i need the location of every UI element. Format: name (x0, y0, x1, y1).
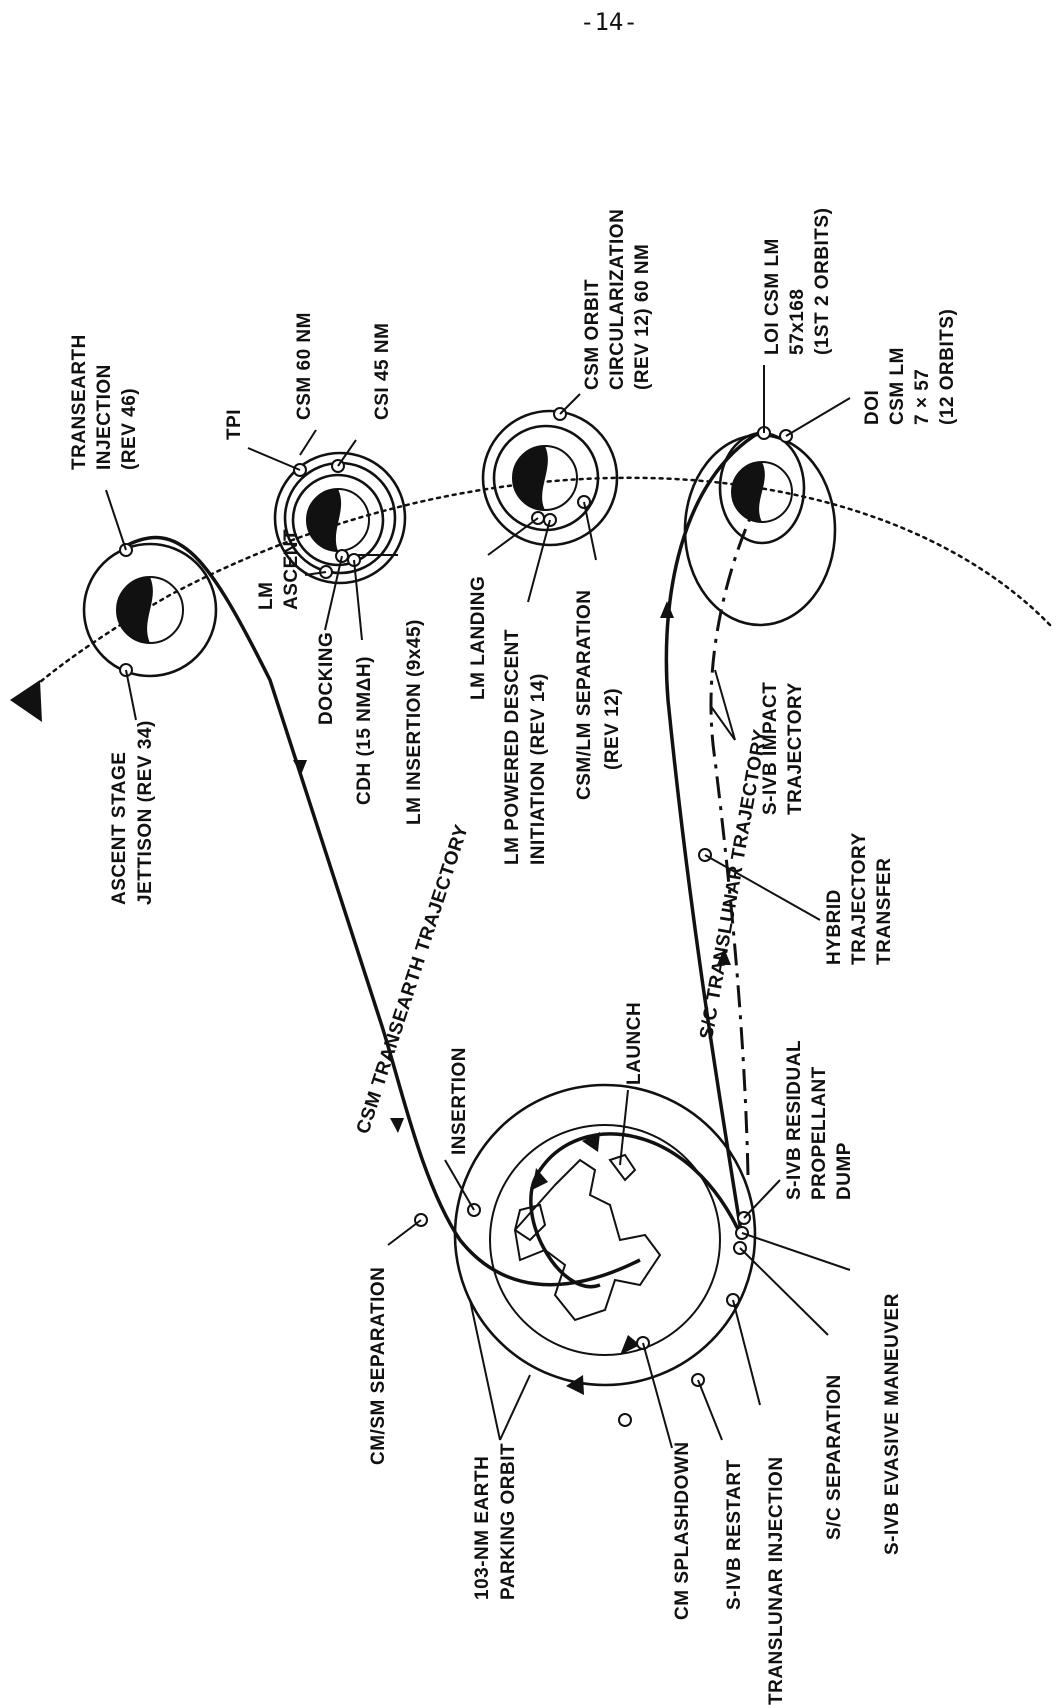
label-sivb-residual-dump: S-IVB RESIDUAL PROPELLANT DUMP (784, 1034, 855, 1200)
label-docking: DOCKING (316, 632, 337, 725)
label-cdh: CDH (15 NMΔH) (354, 656, 375, 805)
label-csm-lm-separation: CSM/LM SEPARATION (REV 12) (574, 584, 623, 800)
label-earth-parking-orbit: 103-NM EARTH PARKING ORBIT (472, 1443, 519, 1600)
earth-departure-loop (529, 1132, 744, 1289)
moon4-shadow (732, 462, 765, 522)
splashdown-arrow (620, 1335, 640, 1355)
earth-globe (489, 1124, 721, 1356)
label-tpi: TPI (224, 409, 245, 440)
translunar-arrow-2 (660, 601, 674, 618)
moon2-outer-orbit (273, 451, 407, 585)
label-csm-orbit-circ: CSM ORBIT CIRCULARIZATION (REV 12) 60 NM (582, 203, 653, 390)
leader-lines (105, 365, 851, 1449)
moon-orbit-arrowhead (10, 680, 42, 722)
label-sivb-impact-trajectory: S-IVB IMPACT TRAJECTORY (760, 676, 806, 815)
label-ascent-stage-jettison: ASCENT STAGE JETTISON (REV 34) (109, 720, 156, 905)
moon-orbit-path (18, 476, 1052, 702)
label-sivb-restart: S-IVB RESTART (724, 1459, 745, 1610)
label-insertion: INSERTION (449, 1047, 470, 1155)
label-cm-sm-separation: CM/SM SEPARATION (368, 1267, 389, 1465)
earth-orbit-arrow-bottom (566, 1375, 584, 1395)
earth-orbit-arrow-top (582, 1132, 600, 1152)
label-sivb-evasive: S-IVB EVASIVE MANEUVER (882, 1293, 903, 1555)
earth-orbit-arrow-left (532, 1168, 548, 1190)
labels: TRANSEARTH INJECTION (REV 46) TPI CSM 60… (69, 203, 958, 1705)
moon2-shadow (307, 489, 342, 551)
moon1-shadow (117, 577, 153, 643)
label-doi: DOI CSM LM 7 × 57 (12 ORBITS) (862, 309, 958, 425)
moon1-orbit (82, 542, 218, 678)
moon3-outer-orbit (481, 409, 619, 547)
label-transearth-injection: TRANSEARTH INJECTION (REV 46) (69, 328, 140, 470)
label-loi: LOI CSM LM 57x168 (1ST 2 ORBITS) (762, 208, 833, 355)
label-csi-45: CSI 45 NM (372, 323, 393, 420)
moon3-inner-orbit (492, 424, 600, 532)
transearth-trajectory-line (121, 535, 641, 1287)
label-lm-landing: LM LANDING (468, 576, 489, 700)
page-number: -14- (580, 8, 638, 36)
moon3-shadow (513, 446, 548, 510)
label-lm-powered-descent: LM POWERED DESCENT INITIATION (REV 14) (502, 623, 549, 865)
label-sc-separation: S/C SEPARATION (824, 1374, 845, 1540)
transearth-arrow-1 (293, 760, 307, 775)
transearth-arrow-2 (390, 1118, 404, 1133)
label-cm-splashdown: CM SPLASHDOWN (672, 1441, 693, 1620)
marker-parking-orbit (618, 1413, 632, 1427)
label-launch: LAUNCH (624, 1002, 645, 1085)
earth-parking-orbit-circle (453, 1083, 757, 1387)
translunar-trajectory-line (664, 430, 761, 1239)
sivb-impact-trajectory-line (709, 504, 758, 1176)
label-csm-60: CSM 60 NM (294, 312, 315, 420)
moon2-orbit-3 (291, 473, 385, 567)
label-lm-ascent: LM ASCENT (256, 529, 302, 610)
label-translunar-injection: TRANSLUNAR INJECTION (766, 1456, 787, 1705)
translunar-arrow-1 (717, 948, 731, 965)
label-hybrid-trajectory-transfer: HYBRID TRAJECTORY TRANSFER (824, 827, 895, 965)
label-lm-insertion: LM INSERTION (9x45) (404, 619, 425, 825)
